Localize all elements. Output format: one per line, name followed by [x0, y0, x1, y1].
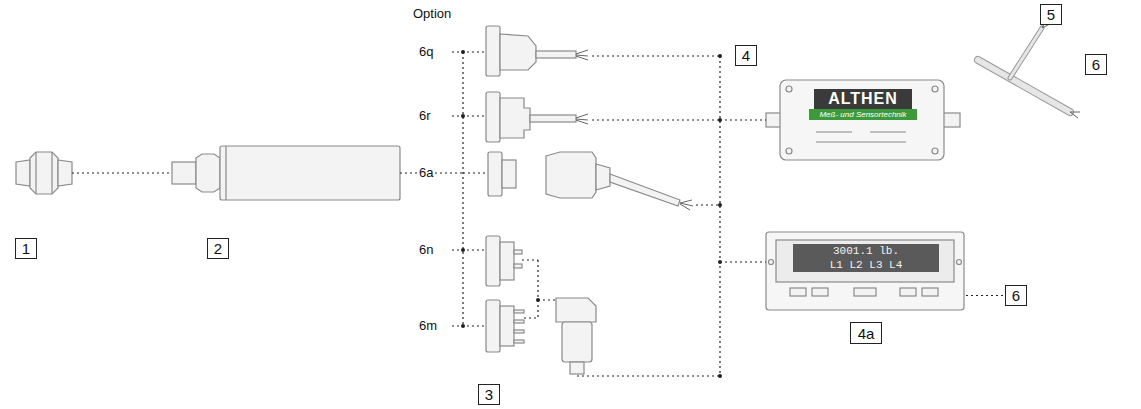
- callout-box: 4: [735, 45, 757, 66]
- callout-box: 4a: [850, 322, 882, 344]
- callout-number: 2: [214, 240, 222, 257]
- junction-dots: [461, 50, 722, 378]
- callout-box: 6: [1085, 54, 1107, 75]
- parts: [16, 26, 1070, 374]
- option-code: 6n: [418, 242, 434, 257]
- cable: [978, 28, 1070, 112]
- option-code: 6a: [418, 165, 434, 180]
- option-heading: Option: [412, 6, 452, 21]
- callout-number: 3: [485, 386, 493, 403]
- angled-plug: [556, 298, 596, 374]
- callout-number: 4a: [858, 325, 875, 342]
- junction-box-body: [766, 80, 960, 160]
- callout-box: 5: [1040, 4, 1062, 25]
- connector-6q: [486, 26, 576, 76]
- callout-number: 4: [742, 47, 750, 64]
- display-body: [766, 232, 964, 310]
- callout-number: 1: [22, 240, 30, 257]
- display-readout: 3001.1 lb.: [793, 244, 939, 258]
- wire-ends: [576, 20, 1080, 210]
- brand-name: ALTHEN: [814, 89, 912, 109]
- callout-number: 6: [1092, 56, 1100, 73]
- brand-tagline: Meß- und Sensortechnik: [809, 109, 916, 120]
- callout-number: 5: [1047, 6, 1055, 23]
- connector-6n: [486, 236, 522, 286]
- display-readout: L1 L2 L3 L4: [793, 258, 939, 272]
- option-code: 6r: [418, 108, 432, 123]
- option-code: 6m: [418, 318, 438, 333]
- callout-box: 6: [1005, 285, 1027, 306]
- callout-number: 6: [1012, 287, 1020, 304]
- connector-6r: [486, 92, 576, 142]
- dotted-connector: [966, 295, 1005, 296]
- dotted-lines: [72, 52, 766, 376]
- callout-box: 2: [207, 238, 229, 259]
- callout-box: 1: [15, 238, 37, 259]
- callout-box: 3: [478, 384, 500, 405]
- option-code: 6q: [418, 44, 434, 59]
- junction-box: ALTHENMeß- und Sensortechnik: [780, 80, 946, 162]
- connector-6m: [486, 300, 524, 352]
- display-unit: 3001.1 lb.L1 L2 L3 L4: [766, 232, 966, 312]
- fitting: [16, 152, 72, 194]
- pressure-sensor: [172, 146, 400, 200]
- connector-6a: [488, 152, 680, 206]
